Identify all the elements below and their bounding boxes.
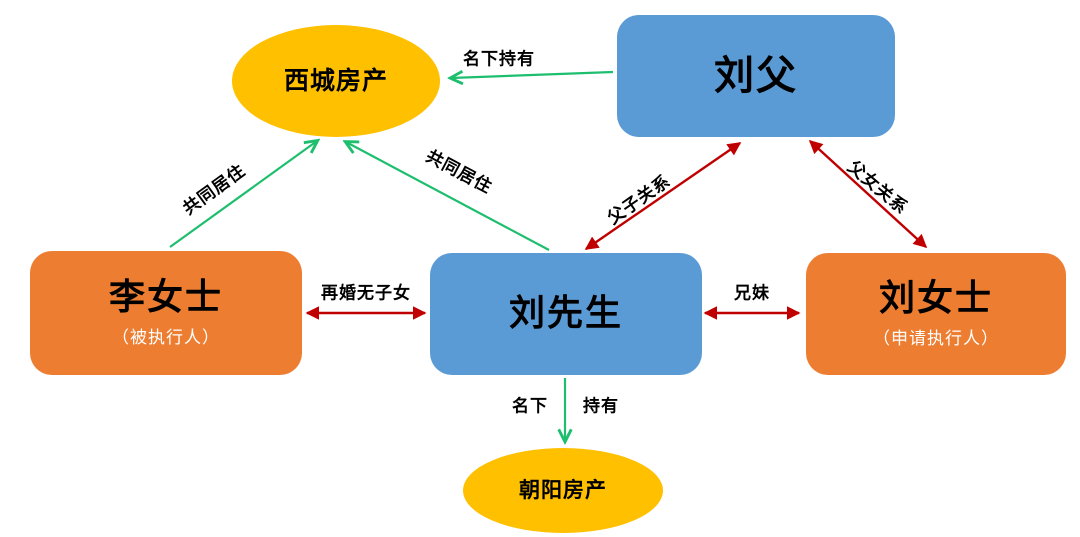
node-chaoyang-label: 朝阳房产 xyxy=(519,477,607,502)
node-ms-li: 李女士 （被执行人） xyxy=(30,251,302,375)
edge-label-cohabit-left: 共同居住 xyxy=(179,160,250,220)
edge-label-father-son: 父子关系 xyxy=(604,171,675,229)
edge-label-cohabit-right: 共同居住 xyxy=(422,146,496,198)
node-ms-li-label: 李女士 xyxy=(108,276,223,318)
node-liu-father-label: 刘父 xyxy=(714,53,798,99)
node-mr-liu: 刘先生 xyxy=(430,253,702,375)
node-mr-liu-label: 刘先生 xyxy=(508,293,623,335)
node-liu-father: 刘父 xyxy=(617,15,895,137)
edge-label-siblings: 兄妹 xyxy=(734,283,770,304)
edge-label-remarried-no-children: 再婚无子女 xyxy=(321,283,411,304)
edge-label-held-left: 名下 xyxy=(512,396,548,417)
edge-label-held-right: 持有 xyxy=(583,396,619,417)
node-chaoyang-property: 朝阳房产 xyxy=(463,448,663,533)
node-ms-liu-label: 刘女士 xyxy=(878,277,993,319)
node-ms-liu: 刘女士 （申请执行人） xyxy=(806,253,1066,375)
edge-father-owns-xicheng xyxy=(451,72,614,78)
edge-father-son xyxy=(584,142,742,250)
edge-label-father-daughter: 父女关系 xyxy=(843,157,912,219)
edge-label-held-under-name-top: 名下持有 xyxy=(463,49,535,70)
node-xicheng-label: 西城房产 xyxy=(283,66,388,96)
node-xicheng-property: 西城房产 xyxy=(232,25,440,137)
node-ms-li-sublabel: （被执行人） xyxy=(112,328,220,349)
node-ms-liu-sublabel: （申请执行人） xyxy=(873,329,999,350)
